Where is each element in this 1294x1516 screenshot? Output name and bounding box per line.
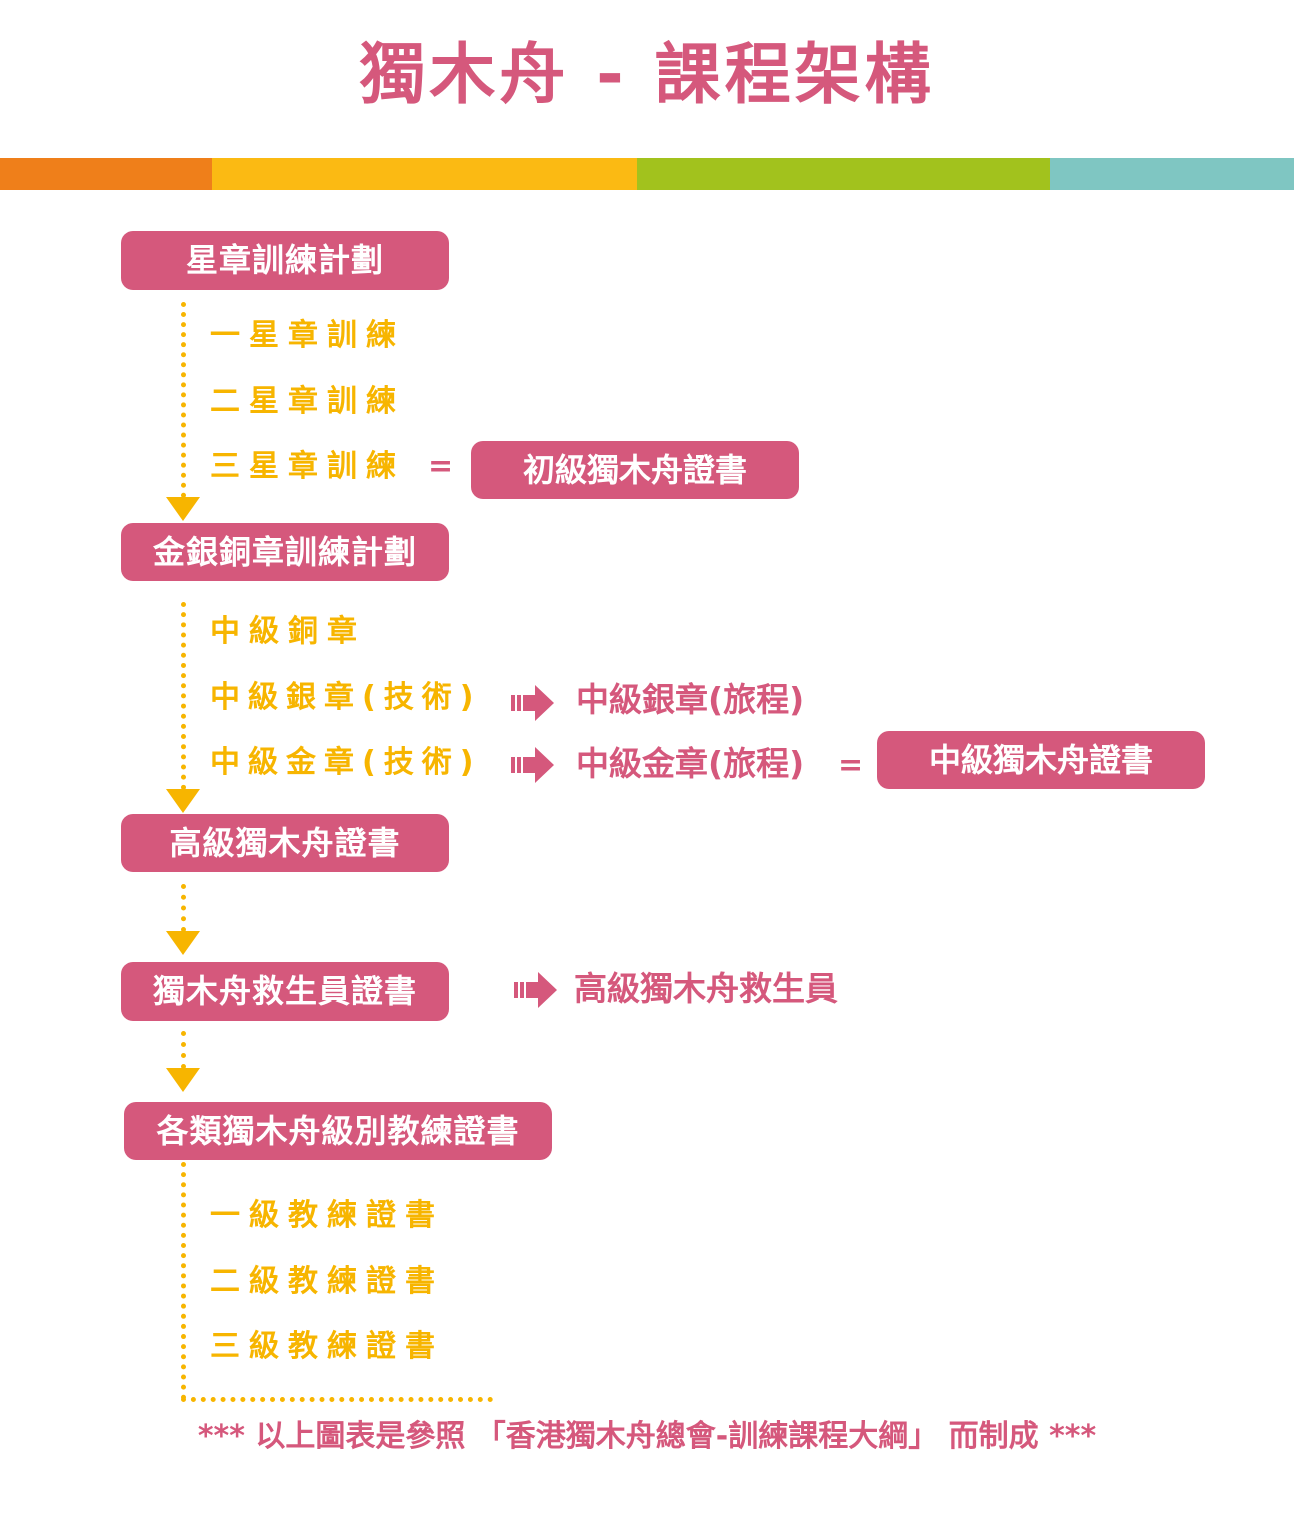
- coach-item-2: 二級教練證書: [210, 1264, 444, 1299]
- star-item-1: 一星章訓練: [210, 318, 405, 353]
- gold-journey-result: 中級金章(旅程): [576, 744, 805, 783]
- coach-item-1: 一級教練證書: [210, 1198, 444, 1233]
- coach-connector-vertical: [181, 1162, 186, 1400]
- star-equals: =: [428, 449, 454, 484]
- stripe-orange: [0, 158, 212, 190]
- advanced-lifeguard-result: 高級獨木舟救生員: [574, 969, 838, 1008]
- lifeguard-connector: [181, 1031, 186, 1069]
- advanced-arrow: [166, 931, 200, 955]
- badge-equals: =: [838, 748, 864, 783]
- star-program-connector: [181, 302, 186, 498]
- stripe-yellow: [212, 158, 637, 190]
- badge-item-gold-technique: 中級金章(技術): [210, 745, 482, 780]
- badge-program-connector: [181, 602, 186, 790]
- badge-program-arrow: [166, 789, 200, 813]
- intermediate-certificate-box: 中級獨木舟證書: [877, 731, 1205, 789]
- badge-item-silver-technique: 中級銀章(技術): [210, 680, 482, 715]
- star-program-box: 星章訓練計劃: [121, 231, 449, 290]
- arrow-right-icon: [511, 685, 554, 721]
- source-note: *** 以上圖表是參照 「香港獨木舟總會-訓練課程大綱」 而制成 ***: [197, 1419, 1097, 1454]
- star-program-arrow: [166, 497, 200, 521]
- coach-certificate-box: 各類獨木舟級別教練證書: [124, 1102, 552, 1160]
- lifeguard-certificate-box: 獨木舟救生員證書: [121, 962, 449, 1021]
- stripe-green: [637, 158, 1050, 190]
- silver-journey-result: 中級銀章(旅程): [576, 680, 805, 719]
- badge-program-box: 金銀銅章訓練計劃: [121, 523, 449, 581]
- arrow-right-icon: [514, 972, 557, 1008]
- advanced-connector: [181, 884, 186, 932]
- advanced-certificate-box: 高級獨木舟證書: [121, 814, 449, 872]
- badge-item-bronze: 中級銅章: [210, 614, 366, 649]
- coach-connector-horizontal: [181, 1397, 493, 1402]
- beginner-certificate-box: 初級獨木舟證書: [471, 441, 799, 499]
- page-title: 獨木舟 - 課程架構: [359, 36, 935, 113]
- stripe-teal: [1050, 158, 1294, 190]
- star-item-2: 二星章訓練: [210, 384, 405, 419]
- star-item-3: 三星章訓練: [210, 449, 405, 484]
- coach-item-3: 三級教練證書: [210, 1329, 444, 1364]
- arrow-right-icon: [511, 747, 554, 783]
- lifeguard-arrow: [166, 1068, 200, 1092]
